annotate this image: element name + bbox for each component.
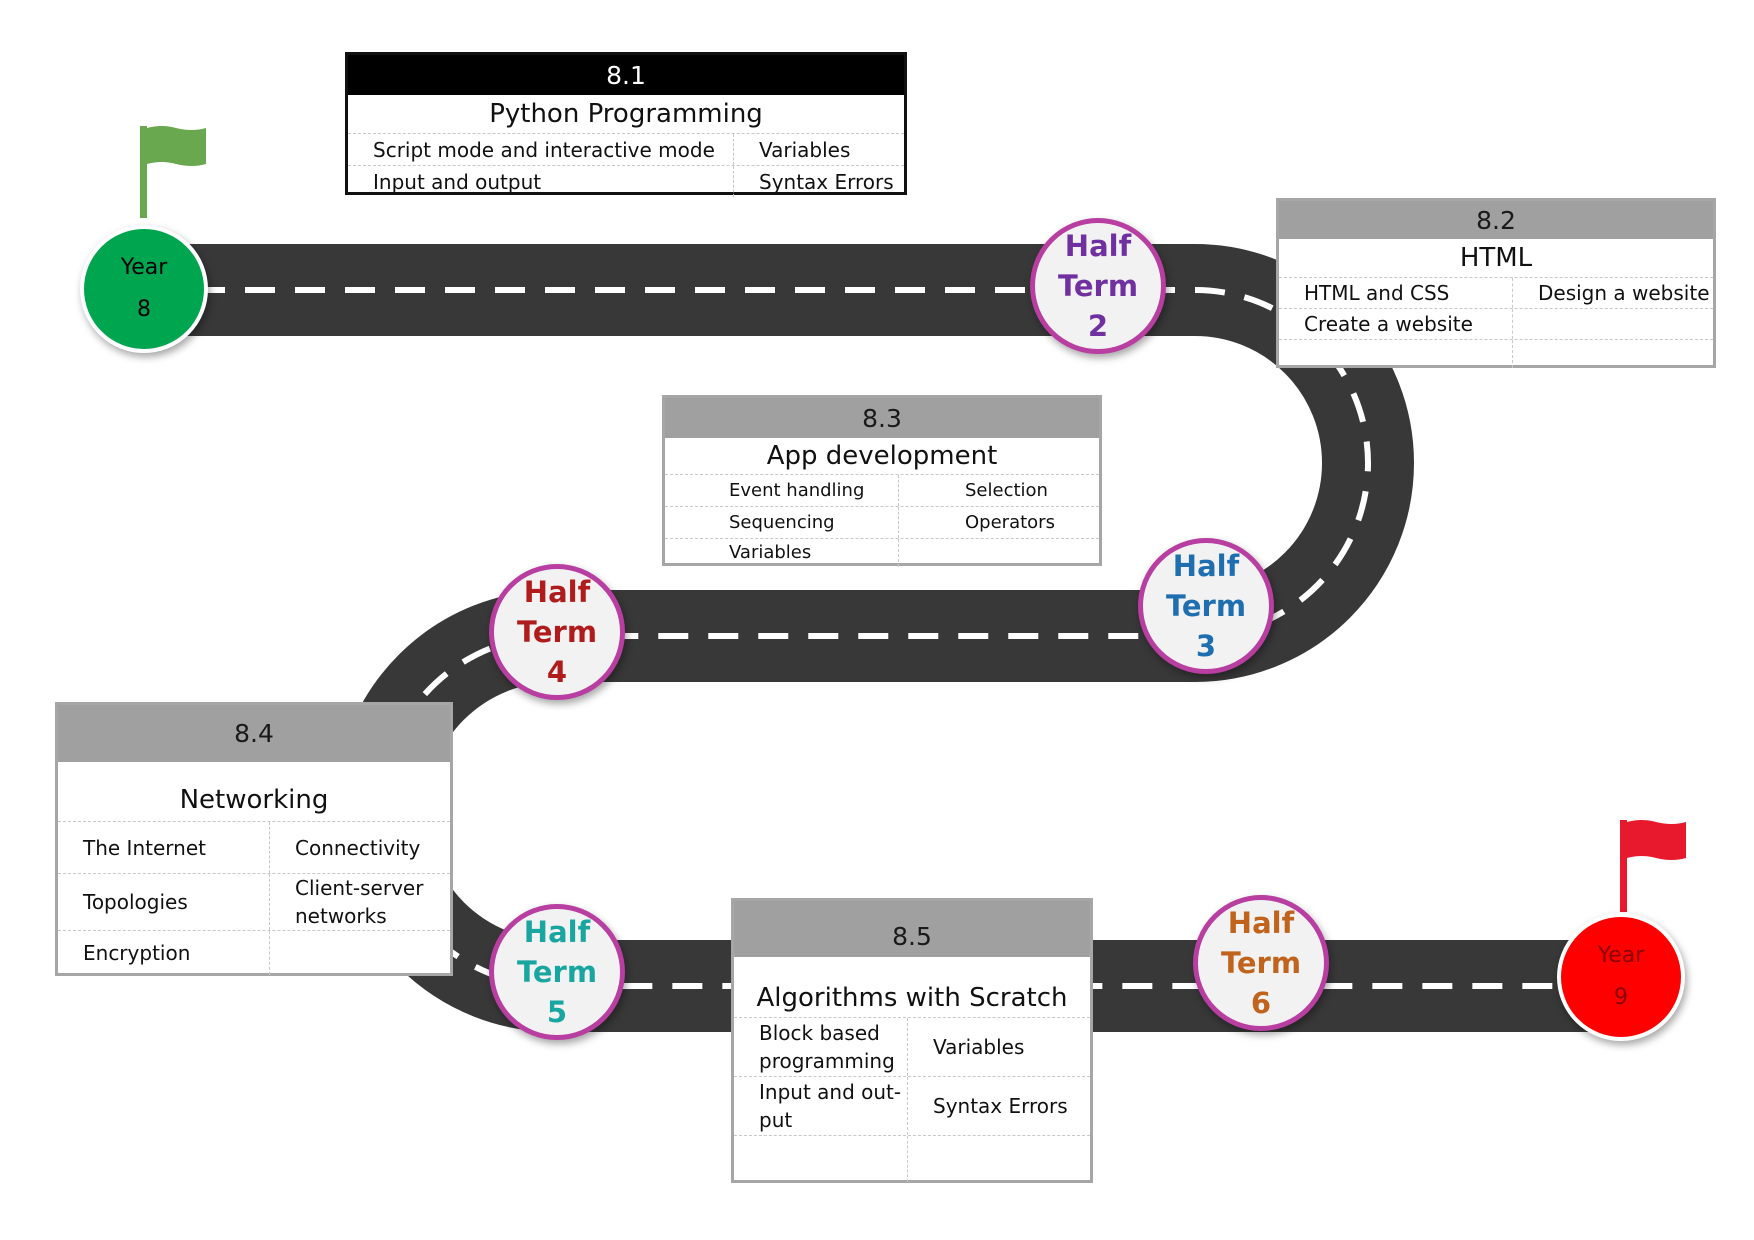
table-row: Encryption	[58, 931, 450, 975]
half-term-6-line2: Term	[1220, 946, 1302, 980]
half-term-4-line2: Term	[516, 615, 598, 649]
unit-8-2-topic: HTML and CSS	[1304, 281, 1450, 305]
start-flag-icon	[140, 126, 206, 218]
table-row: Input and output Syntax Errors	[348, 166, 904, 197]
half-term-5-line2: Term	[516, 955, 598, 989]
half-term-2-number: 2	[1087, 309, 1109, 343]
half-term-6-line1: Half	[1227, 906, 1295, 940]
unit-8-1-code: 8.1	[348, 55, 904, 95]
unit-8-4-topic: Client-server networks	[269, 874, 450, 930]
half-term-4-line1: Half	[523, 575, 591, 609]
unit-8-1-topic: Input and output	[373, 169, 542, 194]
unit-8-5-topic	[734, 1136, 907, 1182]
unit-8-2-topic: Design a website	[1512, 278, 1713, 308]
half-term-5-marker: Half Term 5	[489, 904, 625, 1040]
table-row	[1279, 340, 1713, 368]
table-row: Event handling Selection	[665, 475, 1099, 507]
unit-8-4-topic: Encryption	[83, 941, 191, 965]
unit-8-5-card: 8.5 Algorithms with Scratch Block based …	[731, 898, 1093, 1183]
unit-8-1-topic: Variables	[733, 134, 904, 165]
unit-8-1-topic: Script mode and interactive mode	[373, 137, 715, 162]
year-end-number: 9	[1614, 985, 1628, 1010]
unit-8-5-topic: Variables	[907, 1018, 1090, 1076]
unit-8-3-title: App development	[665, 438, 1099, 475]
table-row: Block based programming Variables	[734, 1018, 1090, 1077]
unit-8-4-card: 8.4 Networking The Internet Connectivity…	[55, 702, 453, 976]
unit-8-4-code: 8.4	[58, 705, 450, 762]
table-row: HTML and CSS Design a website	[1279, 278, 1713, 309]
table-row: The Internet Connectivity	[58, 822, 450, 874]
unit-8-4-topic: Connectivity	[269, 822, 450, 873]
unit-8-4-title: Networking	[58, 762, 450, 822]
table-row: Script mode and interactive mode Variabl…	[348, 134, 904, 166]
unit-8-2-topic	[1279, 340, 1512, 368]
half-term-3-number: 3	[1195, 629, 1217, 663]
half-term-2-line1: Half	[1064, 229, 1132, 263]
unit-8-5-topic: Input and out-put	[759, 1080, 902, 1132]
unit-8-2-code: 8.2	[1279, 201, 1713, 239]
year-start-marker: Year 8	[80, 225, 208, 353]
unit-8-1-title: Python Programming	[348, 95, 904, 134]
table-row: Topologies Client-server networks	[58, 874, 450, 931]
half-term-2-line2: Term	[1057, 269, 1139, 303]
unit-8-4-topic: The Internet	[83, 835, 206, 860]
unit-8-3-topic: Variables	[729, 542, 812, 563]
half-term-6-marker: Half Term 6	[1193, 895, 1329, 1031]
half-term-5-number: 5	[546, 995, 568, 1029]
unit-8-2-card: 8.2 HTML HTML and CSS Design a website C…	[1276, 198, 1716, 368]
year-start-label: Year	[120, 255, 168, 280]
unit-8-2-topic	[1512, 340, 1713, 368]
half-term-3-marker: Half Term 3	[1138, 538, 1274, 674]
finish-flag-icon	[1620, 820, 1686, 912]
unit-8-3-topic: Event handling	[729, 479, 865, 501]
half-term-3-line1: Half	[1172, 549, 1240, 583]
half-term-3-line2: Term	[1165, 589, 1247, 623]
table-row: Sequencing Operators	[665, 507, 1099, 539]
half-term-5-line1: Half	[523, 915, 591, 949]
unit-8-4-topic	[269, 931, 450, 975]
half-term-4-number: 4	[546, 655, 568, 689]
unit-8-5-title: Algorithms with Scratch	[734, 957, 1090, 1018]
year-end-label: Year	[1597, 943, 1645, 968]
half-term-2-marker: Half Term 2	[1030, 218, 1166, 354]
unit-8-3-topic: Selection	[898, 475, 1099, 506]
year-end-marker: Year 9	[1557, 913, 1685, 1041]
table-row: Variables	[665, 539, 1099, 567]
year-start-number: 8	[137, 297, 151, 322]
table-row: Input and out-put Syntax Errors	[734, 1077, 1090, 1136]
unit-8-5-topic: Block based programming	[759, 1021, 895, 1073]
table-row: Create a website	[1279, 309, 1713, 340]
unit-8-5-topic: Syntax Errors	[907, 1077, 1090, 1135]
start-flag-pole	[140, 126, 147, 218]
half-term-6-number: 6	[1250, 986, 1272, 1020]
unit-8-5-code: 8.5	[734, 901, 1090, 957]
unit-8-2-topic	[1512, 309, 1713, 339]
half-term-4-marker: Half Term 4	[489, 564, 625, 700]
unit-8-1-card: 8.1 Python Programming Script mode and i…	[345, 52, 907, 197]
unit-8-5-topic	[907, 1136, 1090, 1182]
unit-8-3-topic: Sequencing	[729, 511, 835, 533]
unit-8-3-topic: Operators	[898, 507, 1099, 538]
unit-8-1-topic: Syntax Errors	[733, 166, 904, 197]
unit-8-3-code: 8.3	[665, 398, 1099, 438]
unit-8-3-topic	[898, 539, 1099, 567]
finish-flag-pole	[1620, 820, 1627, 912]
unit-8-2-topic: Create a website	[1304, 312, 1473, 336]
unit-8-4-topic: Topologies	[83, 890, 188, 914]
table-row	[734, 1136, 1090, 1182]
unit-8-3-card: 8.3 App development Event handling Selec…	[662, 395, 1102, 567]
unit-8-2-title: HTML	[1279, 239, 1713, 278]
